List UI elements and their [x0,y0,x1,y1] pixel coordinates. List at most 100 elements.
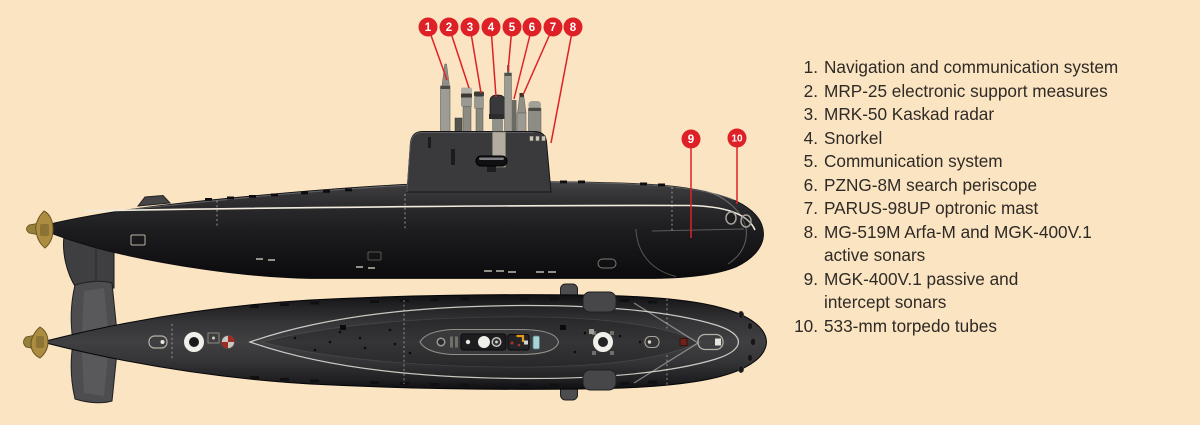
callout-number: 2 [446,22,452,34]
legend-item: 6. PZNG-8M search periscope [791,174,1193,198]
legend-item: 3. MRK-50 Kaskad radar [791,103,1193,127]
callout-circle [460,17,480,37]
legend-item-line: PZNG-8M search periscope [824,174,1038,195]
callout-2: 2 [439,17,470,89]
callout-circle [543,17,563,37]
callout-number: 3 [467,22,473,34]
legend-item-line: MRK-50 Kaskad radar [824,104,995,124]
legend-item-number: 4. [803,127,818,148]
callout-number: 8 [570,22,577,34]
deck-fitting-oval [644,335,660,349]
hull-vent [597,258,617,269]
waterline [83,204,756,231]
legend-item-text: Navigation and communication system [824,56,1193,80]
callout-circle [502,17,522,37]
station-lines-top [171,299,668,386]
callout-number: 5 [509,22,516,34]
deck-fitting-dot [160,340,165,344]
deck-fitting-oval [148,335,168,349]
legend-item: 2. MRP-25 electronic support measures [791,80,1193,104]
deck-fitting-dot [647,340,652,344]
deck-hatch-square [207,332,220,344]
mast-snorkel [489,94,506,133]
rescue-marker [221,335,235,349]
callout-number: 6 [529,22,535,34]
hull-door [367,251,382,261]
callout-circle [681,129,701,149]
sail-slot [428,137,431,148]
legend-item: 7. PARUS-98UP optronic mast [791,197,1193,221]
mast-communication [504,65,512,134]
legend-item-line: intercept sonars [824,292,947,312]
pressure-hull-outline [248,304,740,380]
callout-circle [418,17,438,37]
legend-item-number: 5. [803,151,818,171]
torpedo-tube-door [725,211,737,225]
mast-radar [474,91,484,134]
sail [406,131,552,193]
escape-hatch-forward [593,332,613,352]
legend-item-number: 7. [803,198,818,218]
mast-search-periscope [512,100,517,133]
legend-item-text: MGK-400V.1 passive and intercept sonars [824,268,1193,315]
deck-fitting-oval [697,333,724,351]
callout-circle [522,17,542,37]
legend-item-text: MRP-25 electronic support measures [824,80,1193,104]
callout-line [522,26,554,96]
legend-item-line: MGK-400V.1 passive and [824,268,1019,289]
callout-9: 9 [681,129,701,238]
sail-detail-bar [450,336,453,348]
legend-item-line: PARUS-98UP optronic mast [824,198,1039,218]
bow-plane-fairing [582,369,617,391]
side-profile-view [26,63,764,289]
torpedo-tube-door [740,214,752,228]
torpedo-tube-ports [738,310,757,373]
legend-item-number: 8. [803,221,818,242]
callout-6: 6 [513,17,542,100]
mast-esm [461,87,472,134]
sail-cyan-panel [532,335,540,350]
legend-item: 1. Navigation and communication system [791,56,1193,80]
sail-white-square [524,340,528,345]
callout-circle [439,17,459,37]
legend-item-line: Navigation and communication system [824,57,1119,77]
callout-line [490,26,497,98]
mast-head-white [478,336,490,348]
callout-4: 4 [481,17,501,98]
deck-red-marker [679,338,688,346]
legend-item-text: PZNG-8M search periscope [824,174,1193,198]
callout-number: 4 [488,22,495,34]
callout-number: 7 [550,22,556,34]
legend-item-line: Snorkel [824,127,883,148]
legend-item-number: 6. [803,174,818,195]
legend-item-text: 533-mm torpedo tubes [824,315,1193,339]
legend-item: 4. Snorkel [791,127,1193,151]
top-plan-view [23,280,768,404]
propeller-side [26,210,54,249]
callout-3: 3 [460,17,482,94]
callout-8: 8 [550,17,583,144]
bow-plane-fairing [582,291,617,313]
escape-hatch-aft [184,332,204,352]
callouts: 1 2 3 4 5 6 7 8 9 10 [418,17,747,238]
sail-windows [529,135,546,142]
stern-fin-panel [82,352,108,396]
legend-item-number: 3. [803,104,818,124]
callout-number: 1 [425,22,432,34]
legend-item-line: MRP-25 electronic support measures [824,80,1108,101]
callout-number: 10 [731,134,743,145]
callout-circle [727,128,747,148]
legend-item: 10. 533-mm torpedo tubes [791,315,1193,339]
callout-line [513,26,533,100]
callout-10: 10 [727,128,747,204]
legend-item-number: 9. [803,268,818,289]
draft-marks [256,258,556,273]
callout-1: 1 [418,17,448,81]
legend-item-line: Communication system [824,151,1003,171]
stern-fin-panel [82,288,108,332]
station-lines [216,187,673,231]
